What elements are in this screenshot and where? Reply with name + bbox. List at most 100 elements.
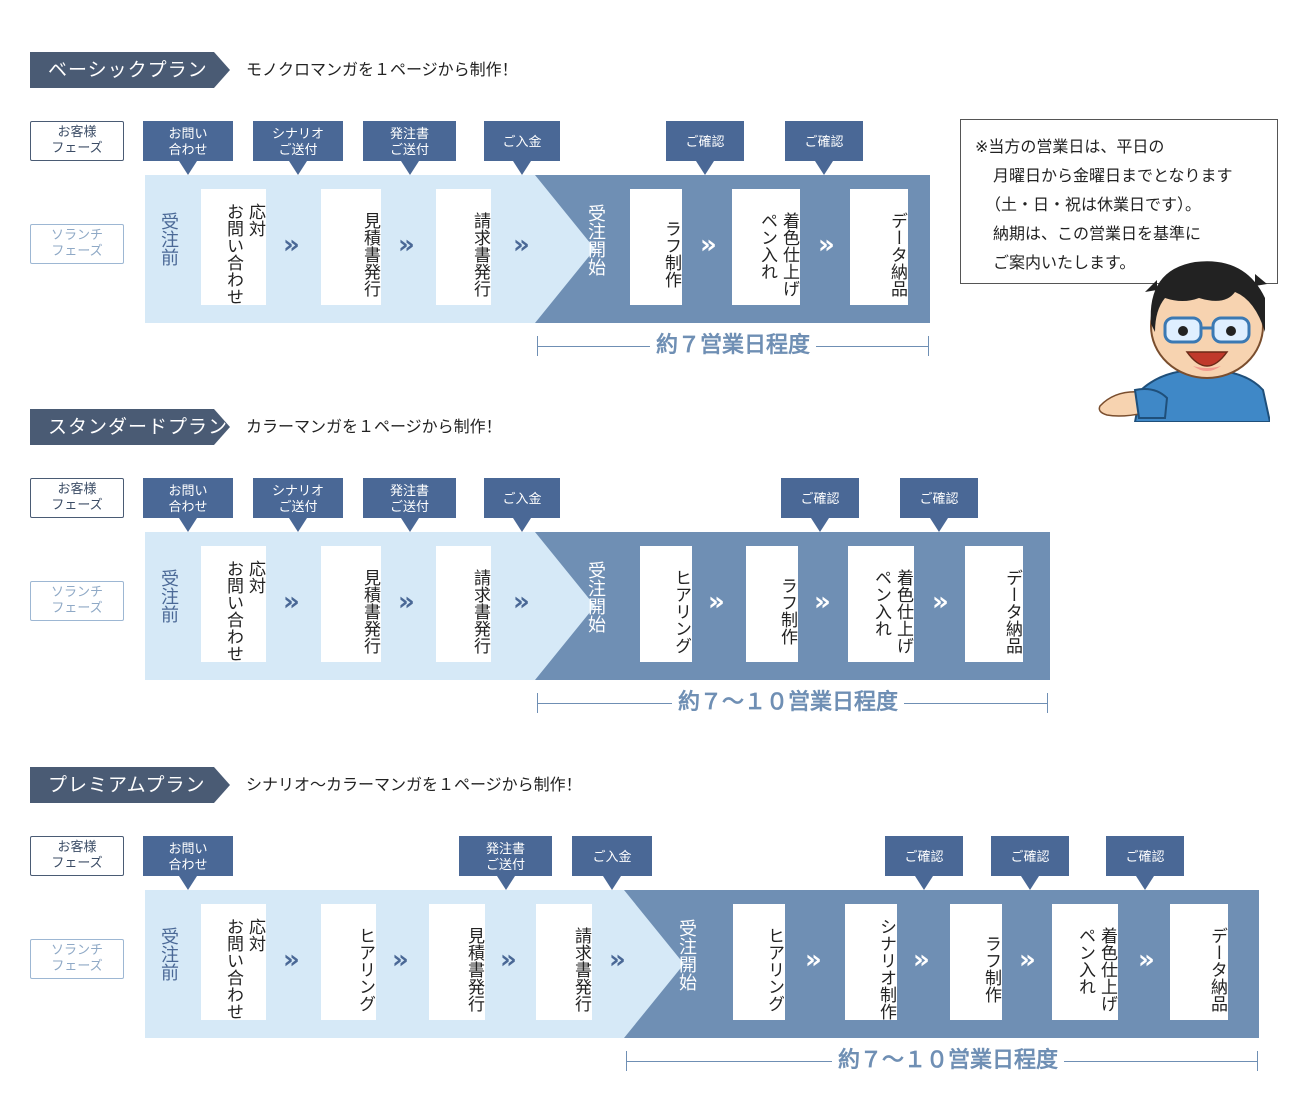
customer-step-bubble: シナリオ ご送付 — [253, 478, 343, 532]
solanchi-phase-tag: ソランチ フェーズ — [30, 581, 124, 621]
duration-label: 約７営業日程度 — [650, 332, 817, 360]
plan-title-standard: スタンダードプラン — [30, 409, 230, 445]
order-start-label: 受注開始 — [585, 561, 606, 633]
bubble-text: ご確認 — [919, 492, 959, 507]
bubble-text: 発注書 ご送付 — [389, 127, 429, 158]
duration-label: 約７〜１０営業日程度 — [672, 689, 905, 717]
step-card: データ納品 — [850, 189, 908, 305]
step-card: ラフ制作 — [630, 189, 682, 305]
solanchi-phase-tag: ソランチ フェーズ — [30, 224, 124, 264]
step-card: ラフ制作 — [950, 904, 1002, 1020]
step-card: ヒアリング — [321, 904, 376, 1020]
customer-step-bubble: お問い 合わせ — [143, 836, 233, 890]
pre-order-label: 受注前 — [158, 569, 179, 623]
step-card: ヒアリング — [733, 904, 785, 1020]
step-card: ラフ制作 — [746, 546, 798, 662]
double-chevron-icon: » — [283, 230, 300, 260]
customer-step-bubble: 発注書 ご送付 — [363, 121, 456, 175]
customer-step-bubble: お問い 合わせ — [143, 478, 233, 532]
step-card: 請求書発行 — [436, 189, 491, 305]
pre-order-label: 受注前 — [158, 927, 179, 981]
step-card: 応対 お問い合わせ — [201, 189, 266, 305]
double-chevron-icon: » — [500, 945, 517, 975]
duration-cap — [928, 336, 929, 356]
bubble-text: ご確認 — [685, 135, 725, 150]
plan-description-premium: シナリオ〜カラーマンガを１ページから制作！ — [246, 775, 582, 794]
double-chevron-icon: » — [700, 230, 717, 260]
customer-phase-label: お客様 フェーズ — [51, 125, 103, 156]
double-chevron-icon: » — [805, 945, 822, 975]
customer-phase-tag: お客様 フェーズ — [30, 836, 124, 876]
customer-step-bubble: ご確認 — [885, 836, 963, 890]
step-card: 請求書発行 — [436, 546, 491, 662]
bubble-text: シナリオ ご送付 — [271, 127, 324, 158]
step-card: 着色仕上げ ペン入れ — [1052, 904, 1118, 1020]
double-chevron-icon: » — [913, 945, 930, 975]
duration-label: 約７〜１０営業日程度 — [832, 1047, 1065, 1075]
customer-step-bubble: ご確認 — [900, 478, 978, 532]
customer-phase-tag: お客様 フェーズ — [30, 121, 124, 161]
bubble-text: お問い 合わせ — [168, 127, 208, 158]
plan-description-basic: モノクロマンガを１ページから制作！ — [246, 60, 518, 79]
double-chevron-icon: » — [513, 587, 530, 617]
bubble-text: ご入金 — [502, 492, 542, 507]
customer-step-bubble: ご確認 — [991, 836, 1069, 890]
duration-cap — [537, 693, 538, 713]
solanchi-phase-tag: ソランチ フェーズ — [30, 939, 124, 979]
bubble-text: お問い 合わせ — [168, 842, 208, 873]
step-card: 見積書発行 — [321, 189, 381, 305]
bubble-text: シナリオ ご送付 — [271, 484, 324, 515]
customer-step-bubble: ご確認 — [1106, 836, 1184, 890]
double-chevron-icon: » — [814, 587, 831, 617]
note-line: （土・日・祝は休業日です）。 — [985, 195, 1202, 214]
double-chevron-icon: » — [283, 587, 300, 617]
plan-description-standard: カラーマンガを１ページから制作！ — [246, 417, 502, 436]
order-start-label: 受注開始 — [585, 204, 606, 276]
customer-step-bubble: ご入金 — [572, 836, 652, 890]
double-chevron-icon: » — [392, 945, 409, 975]
customer-step-bubble: シナリオ ご送付 — [253, 121, 343, 175]
customer-step-bubble: ご確認 — [781, 478, 859, 532]
production-band — [624, 890, 1259, 1038]
bubble-text: ご確認 — [800, 492, 840, 507]
note-line: 納期は、この営業日を基準に — [993, 224, 1202, 243]
bubble-text: 発注書 ご送付 — [485, 842, 525, 873]
bubble-text: ご入金 — [592, 850, 632, 865]
customer-step-bubble: ご入金 — [484, 121, 560, 175]
step-card: 応対 お問い合わせ — [201, 546, 266, 662]
step-card: ヒアリング — [640, 546, 692, 662]
solanchi-phase-label: ソランチ フェーズ — [50, 228, 103, 259]
note-line: ※当方の営業日は、平日の — [975, 137, 1165, 156]
bubble-text: 発注書 ご送付 — [389, 484, 429, 515]
customer-phase-label: お客様 フェーズ — [51, 840, 103, 871]
double-chevron-icon: » — [708, 587, 725, 617]
duration-cap — [1047, 693, 1048, 713]
duration-cap — [537, 336, 538, 356]
plan-title-premium: プレミアムプラン — [30, 767, 230, 803]
bubble-text: ご確認 — [1125, 850, 1165, 865]
bubble-text: お問い 合わせ — [168, 484, 208, 515]
double-chevron-icon: » — [609, 945, 626, 975]
note-line: 月曜日から金曜日までとなります — [993, 166, 1233, 185]
step-card: データ納品 — [1170, 904, 1228, 1020]
customer-phase-label: お客様 フェーズ — [51, 482, 103, 513]
double-chevron-icon: » — [283, 945, 300, 975]
step-card: 請求書発行 — [536, 904, 592, 1020]
order-start-label: 受注開始 — [676, 919, 697, 991]
pre-order-label: 受注前 — [158, 212, 179, 266]
double-chevron-icon: » — [1138, 945, 1155, 975]
plan-title-basic: ベーシックプラン — [30, 52, 230, 88]
customer-step-bubble: 発注書 ご送付 — [363, 478, 456, 532]
step-card: 着色仕上げ ペン入れ — [732, 189, 800, 305]
customer-step-bubble: ご確認 — [666, 121, 744, 175]
bubble-text: ご入金 — [502, 135, 542, 150]
customer-step-bubble: ご入金 — [484, 478, 560, 532]
solanchi-phase-label: ソランチ フェーズ — [50, 943, 103, 974]
bubble-text: ご確認 — [904, 850, 944, 865]
mascot-illustration — [1098, 261, 1270, 422]
duration-cap — [626, 1051, 627, 1071]
step-card: データ納品 — [965, 546, 1023, 662]
double-chevron-icon: » — [513, 230, 530, 260]
customer-step-bubble: 発注書 ご送付 — [459, 836, 552, 890]
note-line: ご案内いたします。 — [993, 253, 1136, 272]
